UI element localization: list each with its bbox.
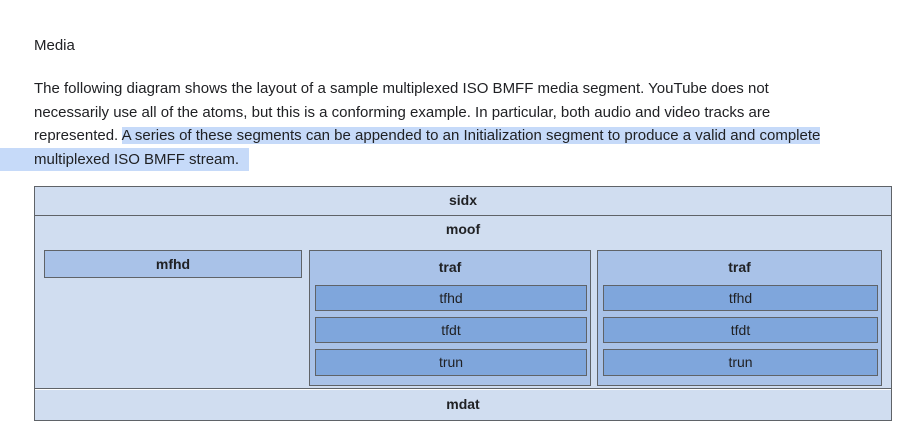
tfdt-label-left: tfdt [441, 322, 461, 338]
moof-label: moof [445, 221, 481, 237]
traf-label-right: traf [728, 259, 751, 275]
traf-label-left: traf [438, 259, 462, 275]
paragraph-line-2: necessarily use all of the atoms, but th… [34, 103, 771, 121]
trun-box-left: trun [315, 349, 587, 376]
mfhd-box: mfhd [44, 250, 302, 278]
tfdt-box-right: tfdt [603, 317, 878, 343]
paragraph-line-4: multiplexed ISO BMFF stream. [0, 147, 914, 171]
tfhd-label-right: tfhd [728, 290, 753, 306]
paragraph-line-3-plain: represented. [34, 127, 122, 144]
mdat-box: mdat [35, 390, 891, 420]
tfhd-box-right: tfhd [603, 285, 878, 311]
moof-box: moof mfhd traf tfhd tfdt trun traf tfhd … [35, 216, 891, 389]
tfhd-box-left: tfhd [315, 285, 587, 311]
sidx-label: sidx [448, 192, 477, 208]
tfdt-box-left: tfdt [315, 317, 587, 343]
traf-box-right: traf tfhd tfdt trun [597, 250, 882, 386]
tfhd-label-left: tfhd [439, 290, 463, 306]
sidx-box: sidx [35, 187, 891, 216]
trun-label-left: trun [438, 354, 464, 370]
tfdt-label-right: tfdt [730, 322, 751, 338]
paragraph-line-4-highlight: multiplexed ISO BMFF stream. [34, 150, 240, 168]
description-paragraph: The following diagram shows the layout o… [0, 77, 914, 171]
paragraph-line-3: represented. A series of these segments … [34, 124, 914, 148]
traf-box-left: traf tfhd tfdt trun [309, 250, 591, 386]
mdat-label: mdat [446, 396, 480, 412]
paragraph-line-1: The following diagram shows the layout o… [34, 80, 769, 97]
trun-box-right: trun [603, 349, 878, 376]
trun-label-right: trun [728, 354, 753, 370]
mfhd-label: mfhd [155, 256, 191, 272]
iso-bmff-segment-diagram: sidx moof mfhd traf tfhd tfdt trun traf … [34, 186, 892, 421]
text-selection-highlight: A series of these segments can be append… [121, 127, 821, 144]
section-heading: Media [34, 37, 75, 54]
